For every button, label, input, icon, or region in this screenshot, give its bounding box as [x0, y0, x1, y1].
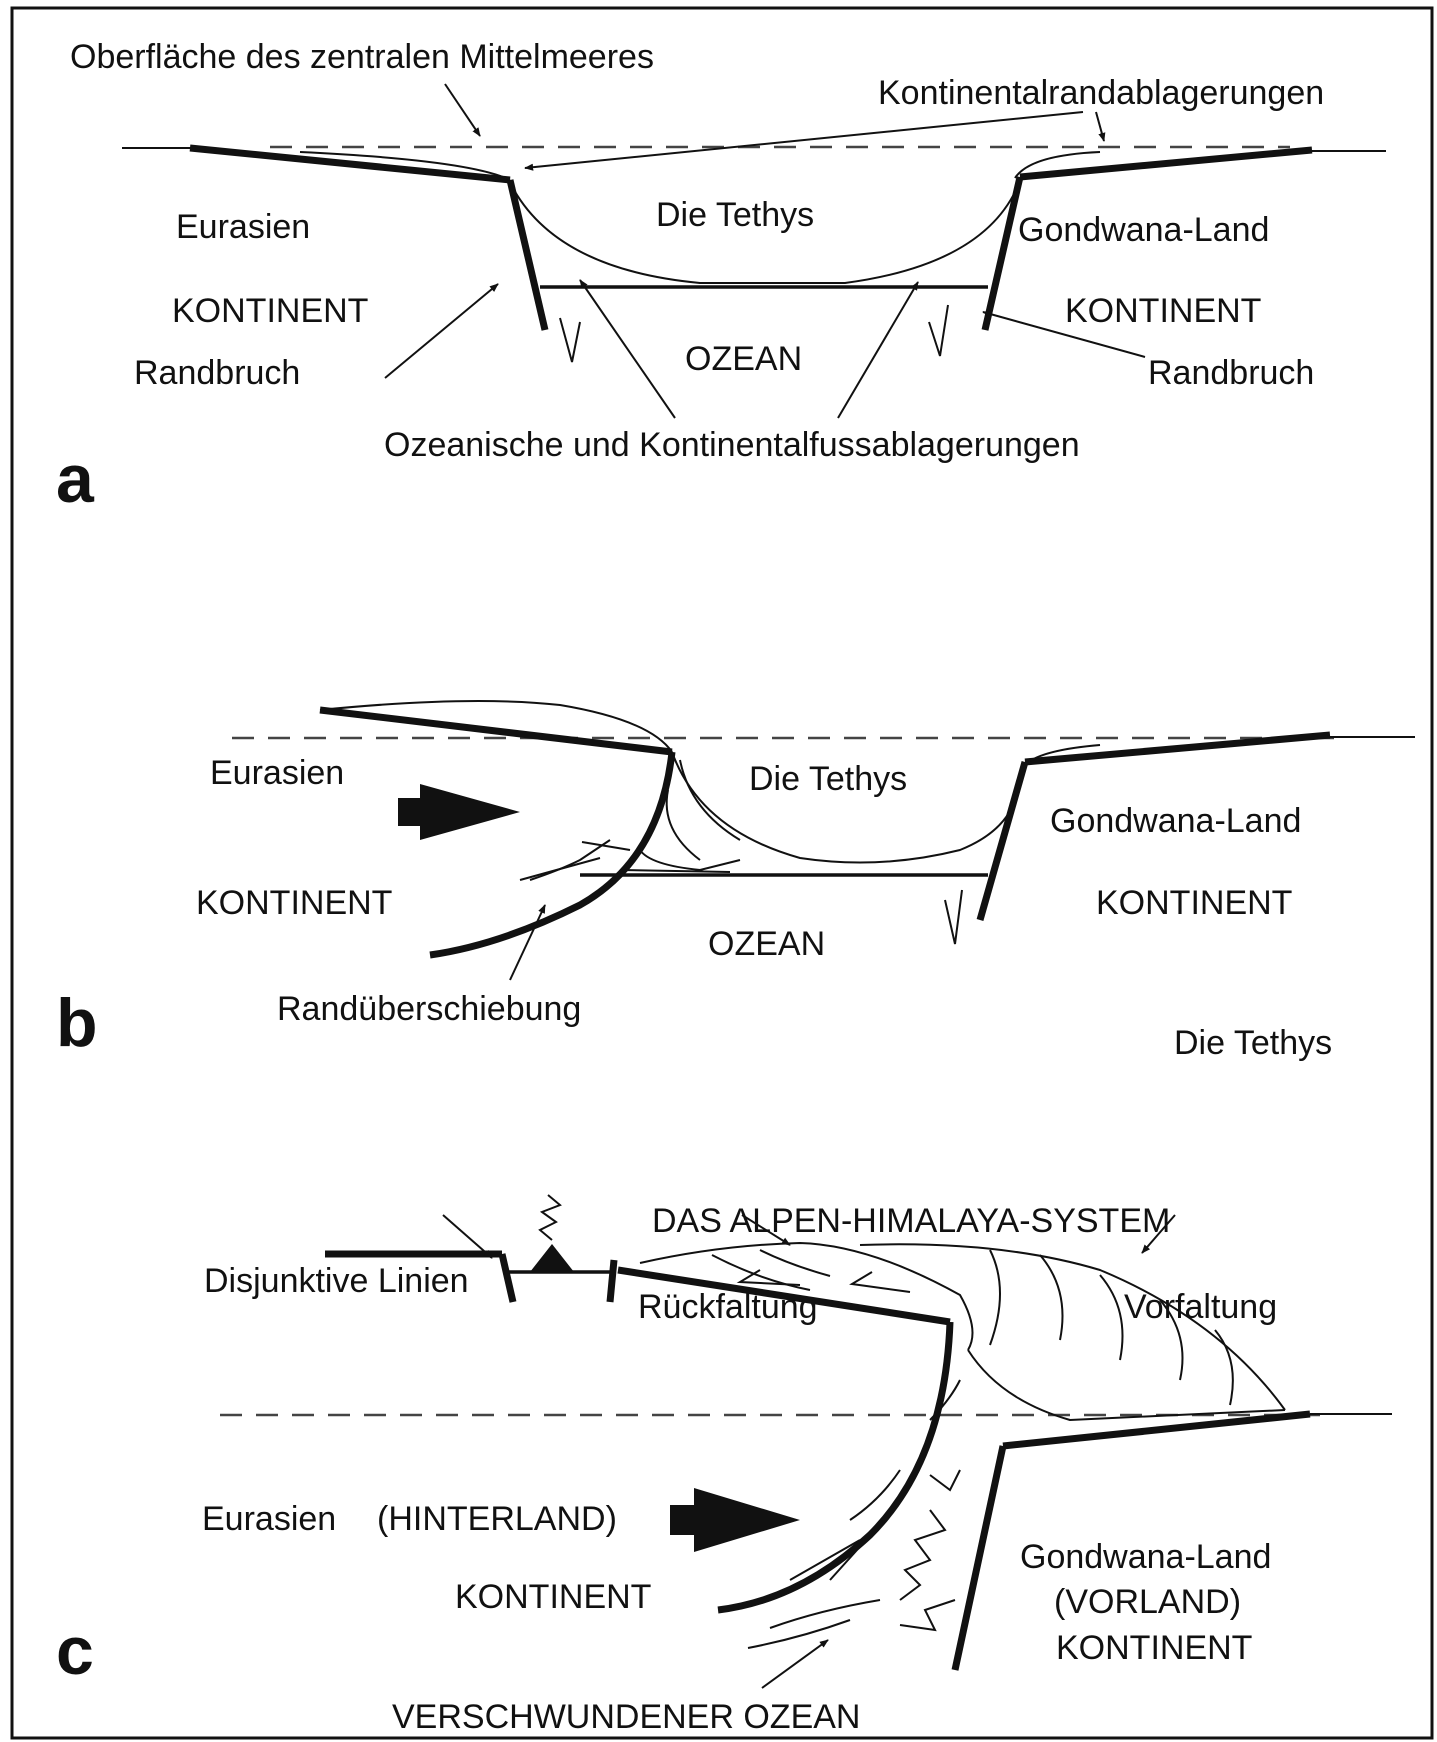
sheared-sliver-2 — [770, 1600, 880, 1628]
panel-letter-b: b — [56, 985, 98, 1061]
panel-letter-c: c — [56, 1613, 94, 1689]
vanished-ocean-remnant-3 — [930, 1470, 960, 1490]
volcanic-activity-icon — [540, 1195, 560, 1240]
fold-arc-4 — [1100, 1275, 1123, 1360]
right-marginal-fault — [980, 762, 1025, 920]
label-margin-deposits: Kontinentalrandablagerungen — [878, 74, 1324, 112]
label-ocean: OZEAN — [685, 340, 802, 378]
label-tethys: Die Tethys — [656, 196, 814, 234]
eurasia-surface — [190, 148, 510, 180]
fold-arc-6 — [1215, 1330, 1233, 1405]
arrow-margin-left — [525, 112, 1083, 168]
fold-arc-7 — [990, 1250, 1000, 1345]
disjunctive-fault-1 — [502, 1254, 513, 1302]
shear-sense-2 — [852, 1272, 910, 1292]
label-continent-right: KONTINENT — [1056, 1629, 1252, 1667]
forefold-envelope — [860, 1244, 1285, 1410]
arrow-fault-left — [385, 284, 498, 378]
label-eurasia: Eurasien — [176, 208, 310, 246]
marginal-thrust — [430, 752, 672, 955]
label-gondwana: Gondwana-Land — [1018, 211, 1269, 249]
label-backfold: Rückfaltung — [638, 1288, 818, 1326]
disjunctive-fault-2 — [610, 1260, 614, 1302]
fault-slip-left — [560, 318, 580, 362]
label-system-title: DAS ALPEN-HIMALAYA-SYSTEM — [652, 1202, 1170, 1240]
label-tethys: Die Tethys — [749, 760, 907, 798]
label-sea-surface: Oberfläche des zentralen Mittelmeeres — [70, 38, 654, 76]
fault-slip-right — [945, 890, 962, 944]
label-continent-right: KONTINENT — [1065, 292, 1261, 330]
label-eurasia: Eurasien — [210, 754, 344, 792]
label-fault-left: Randbruch — [134, 354, 300, 392]
label-continent-right: KONTINENT — [1096, 884, 1292, 922]
push-arrow-icon — [398, 784, 520, 840]
eurasia-surface — [320, 710, 672, 752]
arrow-vanished-ocean — [762, 1640, 828, 1688]
volcano-icon — [530, 1244, 574, 1272]
arrow-deep-left — [580, 280, 675, 418]
panel-letter-a: a — [56, 441, 95, 517]
right-marginal-fault — [985, 177, 1020, 330]
sheared-sliver-3 — [748, 1620, 850, 1648]
label-vorland: (VORLAND) — [1054, 1583, 1241, 1621]
panel-a: Oberfläche des zentralen Mittelmeeres Ko… — [56, 38, 1386, 517]
fold-arc-3 — [1040, 1255, 1063, 1340]
forefold-base — [968, 1350, 1285, 1420]
accretion-line — [620, 870, 730, 872]
figure-frame — [12, 8, 1432, 1738]
label-tethys-extra: Die Tethys — [1174, 1024, 1332, 1062]
label-continent-left: KONTINENT — [455, 1578, 651, 1616]
arrow-margin-right — [1096, 112, 1104, 141]
label-disjunctive: Disjunktive Linien — [204, 1262, 469, 1300]
panel-b: Eurasien Die Tethys Gondwana-Land KONTIN… — [56, 701, 1415, 1062]
label-vanished-ocean: VERSCHWUNDENER OZEAN — [392, 1698, 860, 1736]
fault-slip-right — [929, 305, 948, 356]
push-arrow-icon — [670, 1488, 800, 1552]
fold-arc-2 — [760, 1250, 830, 1276]
vanished-ocean-remnant-1 — [900, 1510, 945, 1600]
foreland-fault — [955, 1446, 1003, 1670]
panel-c: DAS ALPEN-HIMALAYA-SYSTEM Disjunktive Li… — [56, 1195, 1392, 1736]
label-hinterland: (HINTERLAND) — [377, 1500, 617, 1538]
label-continent-left: KONTINENT — [196, 884, 392, 922]
label-continent-left: KONTINENT — [172, 292, 368, 330]
label-gondwana: Gondwana-Land — [1050, 802, 1301, 840]
label-ocean: OZEAN — [708, 925, 825, 963]
arrow-deep-right — [838, 282, 918, 418]
gondwana-surface — [1003, 1414, 1310, 1446]
label-eurasia: Eurasien — [202, 1500, 336, 1538]
label-deep-deposits: Ozeanische und Kontinentalfussablagerung… — [384, 426, 1080, 464]
gondwana-surface — [1020, 150, 1312, 177]
label-thrust: Randüberschiebung — [277, 990, 581, 1028]
label-fault-right: Randbruch — [1148, 354, 1314, 392]
left-marginal-fault — [510, 180, 545, 330]
arrow-thrust — [510, 905, 545, 980]
label-gondwana: Gondwana-Land — [1020, 1538, 1271, 1576]
vanished-ocean-remnant-2 — [900, 1600, 955, 1630]
label-forefold: Vorfaltung — [1124, 1288, 1277, 1326]
arrow-sea-surface — [445, 84, 480, 136]
accretion-arc-2 — [667, 790, 700, 860]
